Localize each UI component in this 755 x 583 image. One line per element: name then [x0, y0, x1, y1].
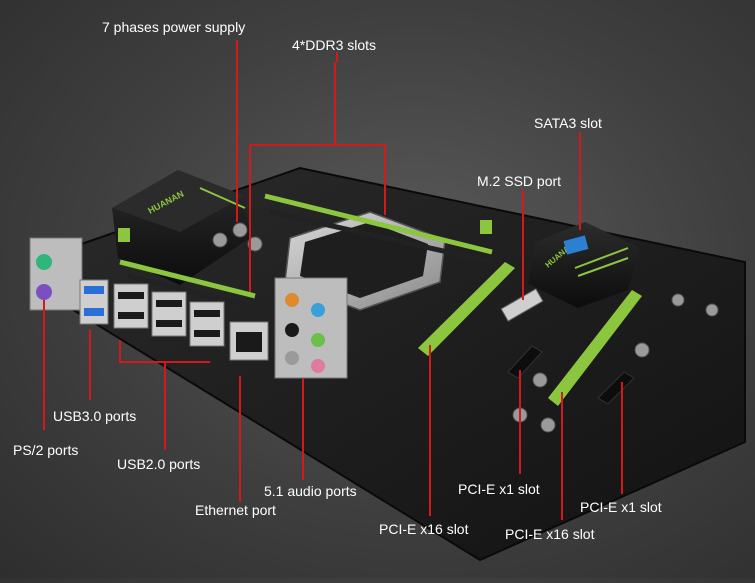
label-power-supply: 7 phases power supply — [102, 19, 246, 35]
label-m2-port: M.2 SSD port — [477, 173, 562, 189]
label-ethernet-port: Ethernet port — [195, 502, 276, 518]
label-pcie-x1-slot-b: PCI-E x1 slot — [580, 499, 662, 515]
pcie-x16-slots — [418, 262, 642, 406]
sata3-connector — [563, 235, 589, 255]
label-ps2-ports: PS/2 ports — [13, 442, 79, 458]
label-ddr3-slots: 4*DDR3 slots — [292, 37, 377, 53]
label-audio-ports: 5.1 audio ports — [264, 483, 357, 499]
label-pcie-x16-slot-a: PCI-E x16 slot — [379, 521, 469, 537]
power-heatsink-top — [112, 170, 245, 232]
pcie-x1-slots — [507, 345, 635, 405]
usb2-stacks — [113, 283, 225, 347]
ps2-keyboard-port — [36, 284, 52, 300]
ddr3-slots — [119, 193, 493, 311]
label-pcie-x1-slot-a: PCI-E x1 slot — [458, 481, 540, 497]
label-usb3-ports: USB3.0 ports — [53, 408, 137, 424]
m2-slot — [500, 288, 544, 322]
label-pcie-x16-slot-b: PCI-E x16 slot — [505, 526, 595, 542]
label-usb2-ports: USB2.0 ports — [117, 456, 201, 472]
audio-jacks — [285, 293, 325, 373]
label-sata3-slot: SATA3 slot — [534, 115, 602, 131]
leader-lines — [43, 40, 623, 520]
ps2-mouse-port — [36, 254, 52, 270]
capacitors — [212, 222, 719, 433]
ps2-bracket — [29, 237, 83, 311]
